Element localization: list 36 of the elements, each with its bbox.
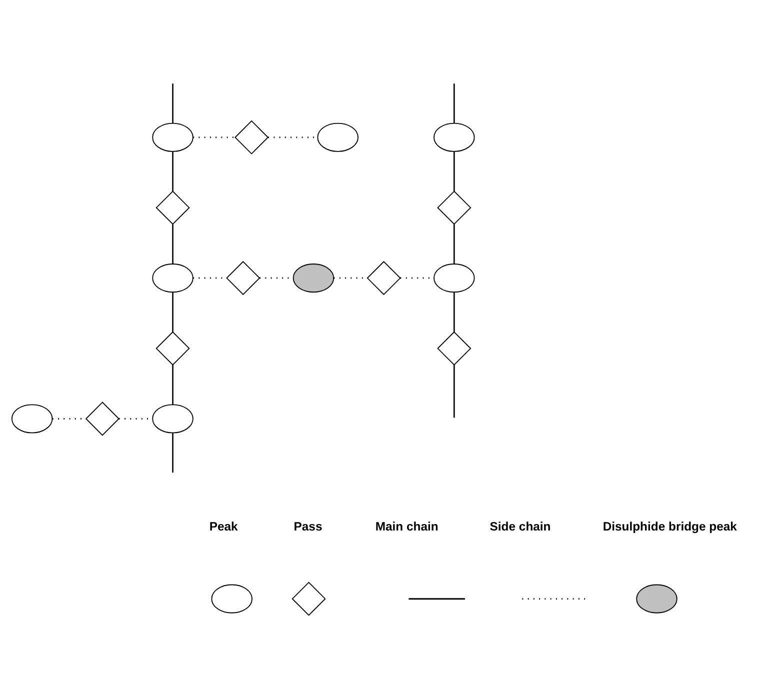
node-diamond	[234, 120, 269, 154]
node-diamond	[437, 331, 472, 366]
connector	[172, 224, 174, 264]
connector	[172, 364, 174, 405]
connector	[172, 152, 174, 192]
node-diamond	[156, 331, 190, 366]
connector	[454, 224, 455, 264]
node-ellipse	[636, 584, 678, 614]
node-ellipse	[292, 264, 334, 293]
node-ellipse	[152, 264, 194, 293]
legend-label: Pass	[294, 519, 322, 534]
connector	[454, 84, 455, 124]
connector	[172, 292, 174, 332]
connector	[193, 136, 236, 138]
connector	[172, 84, 174, 124]
node-diamond	[292, 582, 326, 616]
node-diamond	[85, 402, 120, 436]
connector	[172, 433, 174, 473]
node-ellipse	[152, 122, 194, 152]
node-ellipse	[152, 404, 194, 434]
legend-label: Side chain	[490, 519, 551, 534]
node-ellipse	[434, 264, 475, 293]
connector	[454, 152, 455, 192]
connector	[454, 292, 455, 332]
node-ellipse	[434, 122, 475, 152]
node-ellipse	[11, 404, 53, 434]
node-ellipse	[211, 584, 252, 614]
node-ellipse	[317, 122, 358, 152]
node-diamond	[366, 260, 401, 296]
legend-label: Main chain	[375, 519, 438, 534]
legend-label: Peak	[209, 519, 238, 534]
connector	[454, 364, 455, 418]
legend-label: Disulphide bridge peak	[602, 519, 737, 534]
node-diamond	[156, 190, 190, 225]
node-diamond	[226, 260, 260, 296]
node-diamond	[437, 190, 472, 225]
